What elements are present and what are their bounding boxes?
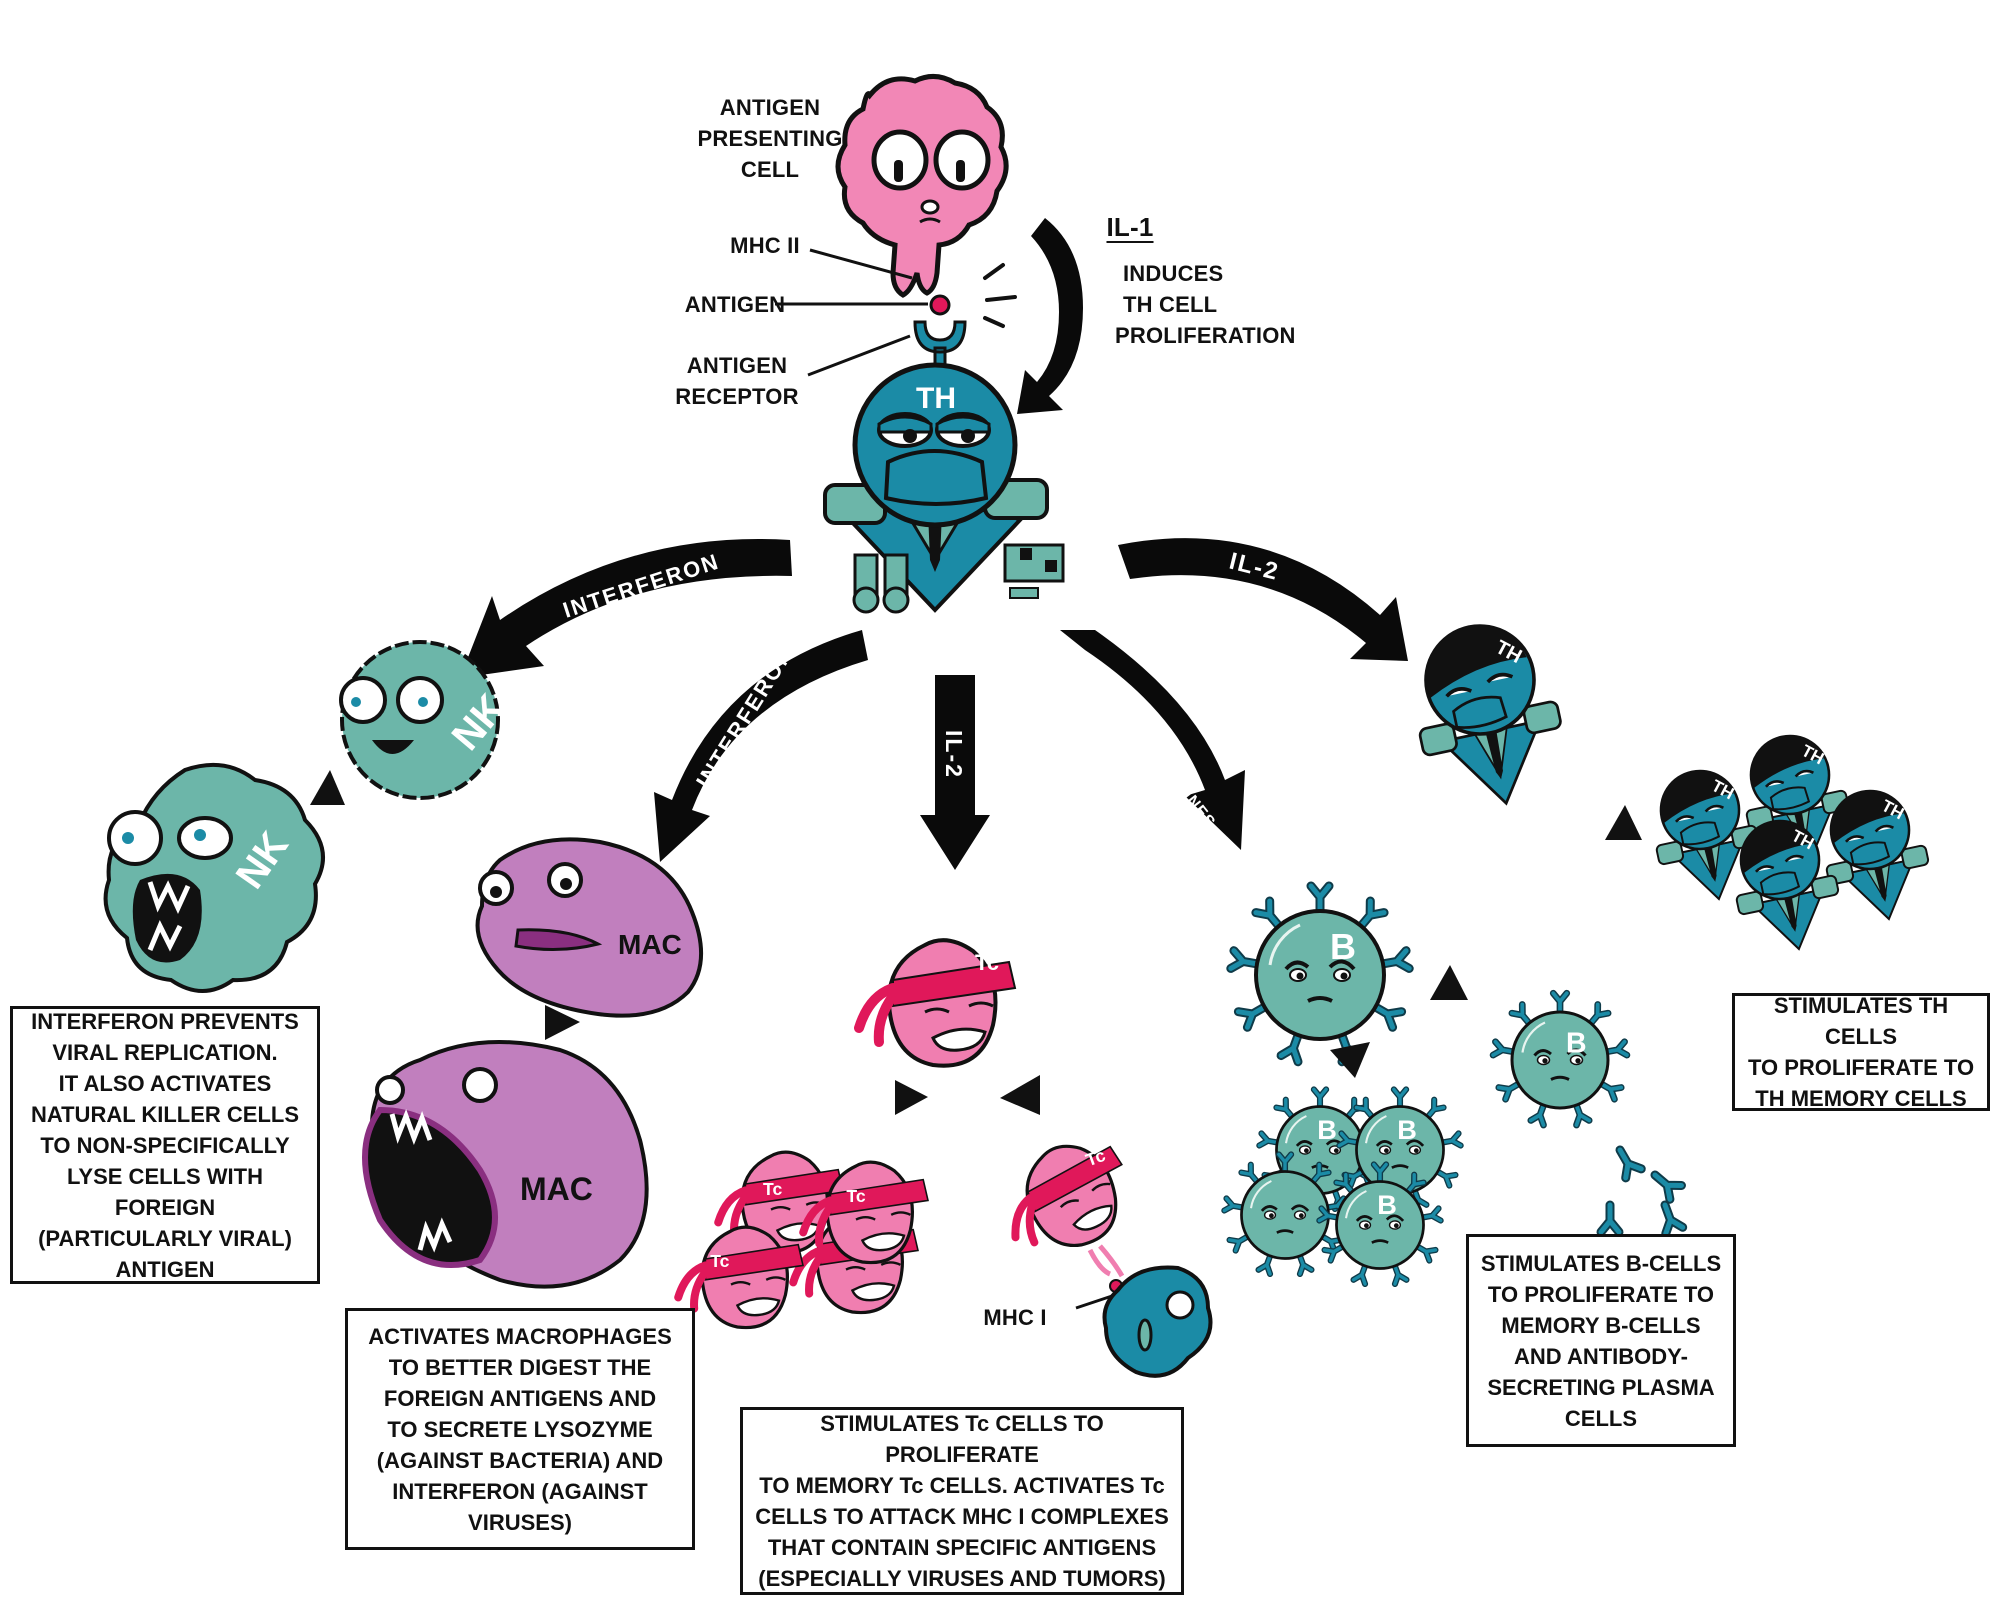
box-line: TO PROLIFERATE TO [1747,1055,1975,1080]
nk-cell-happy: NK [339,640,514,800]
helper-t-cell-commander [823,362,1065,614]
box-line: STIMULATES Tc CELLS TO PROLIFERATE [820,1411,1104,1467]
svg-text:B: B [1566,1028,1587,1060]
mhc2-label: MHC II [730,233,800,258]
box-line: TO PROLIFERATE TO [1487,1281,1715,1307]
apc-label-line: CELL [740,157,800,182]
mhc1-label: MHC I [983,1305,1047,1330]
box-line: INTERFERON (AGAINST [392,1478,648,1504]
macrophage-description-box: ACTIVATES MACROPHAGES TO BETTER DIGEST T… [345,1308,695,1550]
box-line: CELLS [1564,1405,1638,1431]
transition-triangle [545,1005,580,1040]
il1-desc-line: INDUCES [1123,261,1224,286]
box-line: CELLS TO ATTACK MHC I COMPLEXES [755,1504,1169,1529]
receptor-label-line: ANTIGEN [686,353,788,378]
cytotoxic-t-cell: Tc [859,940,1015,1065]
il1-description: INDUCES TH CELL PROLIFERATION [1115,258,1296,351]
svg-text:B: B [1317,1114,1337,1145]
box-line: AND ANTIBODY- [1514,1343,1688,1369]
svg-text:Tc: Tc [975,950,999,975]
svg-text:B: B [1330,926,1356,967]
box-line: TO BETTER DIGEST THE [388,1354,652,1380]
arrow-interferon-nk: INTERFERON [460,539,792,678]
box-line: THAT CONTAIN SPECIFIC ANTIGENS [767,1535,1157,1560]
il1-arrow [1017,218,1083,414]
antigen-label: ANTIGEN [684,292,786,317]
memory-b-cells-group: B B B [1224,1089,1460,1283]
box-line: MEMORY B-CELLS [1501,1312,1701,1338]
box-line: IT ALSO ACTIVATES [58,1070,272,1096]
transition-triangle [310,770,345,805]
label-leader-lines [775,248,1113,1310]
box-line: NATURAL KILLER CELLS [30,1101,300,1127]
arrow-il2-tc: IL-2 [920,675,990,870]
plasma-cell-secreting-antibodies: B [1493,993,1627,1125]
apc-label: ANTIGEN PRESENTING CELL [690,92,850,185]
b-cell: B [1231,886,1409,1062]
arrow-interferon-mac: INTERFERON [654,630,868,862]
svg-text:Tc: Tc [846,1186,865,1206]
nk-cell-angry: NK [103,762,325,993]
receptor-label-line: RECEPTOR [675,384,799,409]
transition-triangle [895,1080,928,1115]
nk-description-box: INTERFERON PREVENTS VIRAL REPLICATION. I… [10,1006,320,1284]
transition-triangle [1000,1075,1040,1115]
box-line: TO NON-SPECIFICALLY [40,1132,290,1158]
tc-receptor [1087,1244,1125,1278]
box-line: ACTIVATES MACROPHAGES [368,1323,672,1349]
svg-text:INTERFERON: INTERFERON [691,641,799,792]
antigen-receptor-label: ANTIGEN RECEPTOR [672,350,802,412]
antigen-spark-lines [983,263,1017,328]
attacking-tc-cell: Tc [991,1129,1143,1266]
svg-text:Tc: Tc [710,1251,729,1271]
helper-t-cell-beret: TH [1398,610,1577,820]
box-line: (PARTICULARLY VIRAL) [38,1225,292,1251]
arrow-il2-th: IL-2 [1118,538,1408,661]
antigen-dot [929,294,951,316]
svg-text:MAC: MAC [618,929,682,960]
svg-text:IL-2: IL-2 [941,730,967,779]
infected-target-cell [1102,1265,1213,1378]
macrophage-calm: MAC [475,837,703,1018]
box-line: VIRUSES) [468,1509,572,1535]
box-line: TH MEMORY CELLS [1755,1086,1967,1111]
box-line: SECRETING PLASMA [1487,1374,1715,1400]
il1-label: IL-1 [1106,212,1154,242]
box-line: (AGAINST BACTERIA) AND [376,1447,664,1473]
apc-label-line: PRESENTING [697,126,843,151]
il1-desc-line: TH CELL [1123,292,1218,317]
box-line: TO SECRETE LYSOZYME [387,1416,653,1442]
tc-description-box: STIMULATES Tc CELLS TO PROLIFERATE TO ME… [740,1407,1184,1595]
svg-text:Tc: Tc [763,1179,782,1199]
apc-label-line: ANTIGEN [719,95,821,120]
box-line: LYSE CELLS WITH FOREIGN [67,1163,263,1220]
transition-triangle [1430,965,1468,1000]
th-memory-description-box: STIMULATES TH CELLS TO PROLIFERATE TO TH… [1732,993,1990,1111]
transition-triangle [1605,805,1642,840]
box-line: ANTIGEN [115,1256,215,1282]
transition-triangle [1330,1042,1370,1078]
box-line: STIMULATES B-CELLS [1480,1250,1722,1276]
secreted-antibodies [1601,1146,1683,1234]
arrow-il2-cytokines: IL-2 & OTHER CYTOKINES [1060,630,1245,850]
box-line: INTERFERON PREVENTS [31,1008,299,1034]
svg-text:B: B [1397,1114,1417,1145]
memory-tc-cells-group: Tc Tc Tc [678,1152,928,1327]
antigen-presenting-cell [835,74,1009,298]
th-badge: TH [916,382,956,415]
macrophage-hungry: MAC [362,1040,649,1289]
b-cell-description-box: STIMULATES B-CELLS TO PROLIFERATE TO MEM… [1466,1234,1736,1447]
il1-desc-line: PROLIFERATION [1115,323,1296,348]
svg-text:MAC: MAC [520,1171,593,1207]
svg-text:B: B [1377,1189,1397,1220]
box-line: VIRAL REPLICATION. [52,1039,278,1065]
box-line: TO MEMORY Tc CELLS. ACTIVATES Tc [759,1473,1165,1498]
box-line: STIMULATES TH CELLS [1773,993,1949,1049]
box-line: FOREIGN ANTIGENS AND [383,1385,657,1411]
memory-th-cells-group: TH TH TH TH [1640,724,1940,961]
box-line: (ESPECIALLY VIRUSES AND TUMORS) [758,1566,1166,1591]
